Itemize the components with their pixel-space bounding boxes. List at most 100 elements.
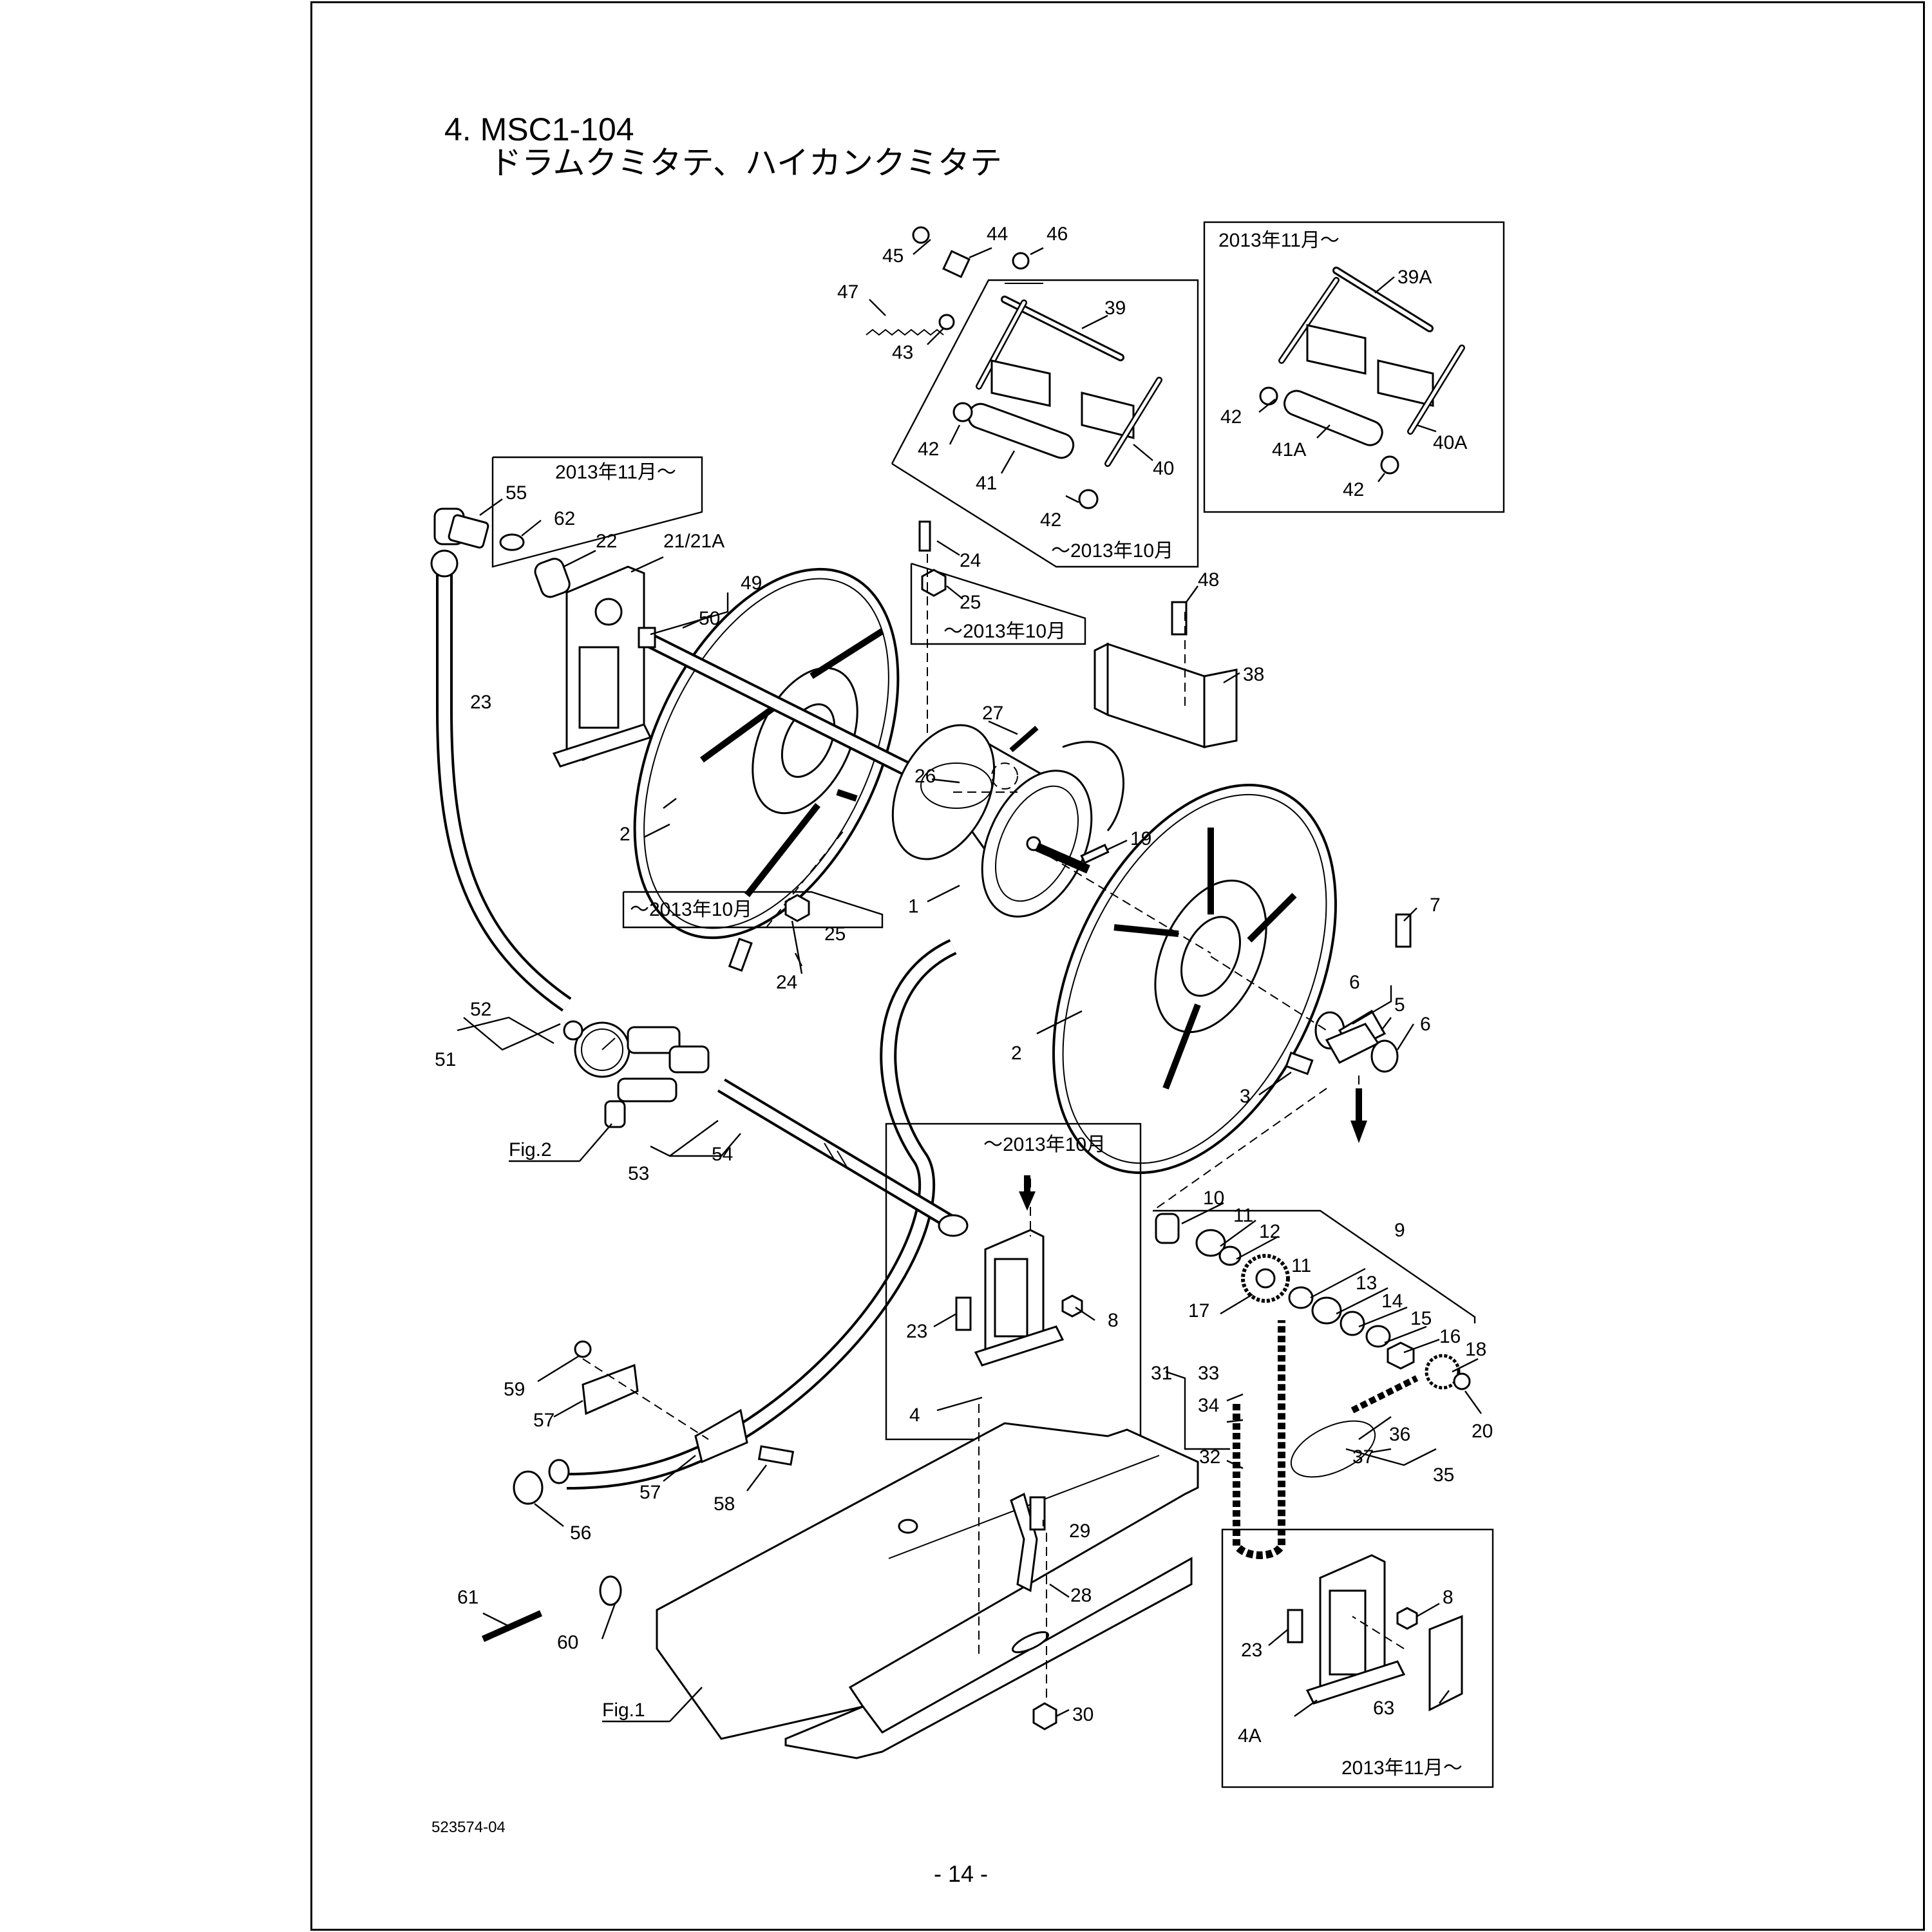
callout-13: 13 bbox=[1356, 1273, 1377, 1294]
key-19 bbox=[1080, 844, 1110, 864]
bolt-29 bbox=[1029, 1496, 1046, 1531]
clamp-60 bbox=[599, 1575, 622, 1606]
callout-34: 34 bbox=[1198, 1395, 1219, 1416]
callout-9: 9 bbox=[1394, 1220, 1405, 1241]
callout-32: 32 bbox=[1199, 1446, 1220, 1468]
callout-56: 56 bbox=[570, 1522, 591, 1544]
callout-16: 16 bbox=[1439, 1326, 1461, 1347]
note-until-2013-10-d: ～2013年10月 bbox=[983, 1134, 1106, 1155]
reel-flange-right bbox=[1052, 784, 1337, 1174]
fig2-label: Fig.2 bbox=[509, 1139, 552, 1160]
lever-box-new bbox=[1203, 221, 1505, 513]
note-from-2013-11-c: 2013年11月～ bbox=[1341, 1757, 1463, 1779]
callout-47: 47 bbox=[837, 281, 858, 303]
callout-30: 30 bbox=[1072, 1704, 1094, 1725]
fig1-label: Fig.1 bbox=[602, 1700, 645, 1721]
callout-31: 31 bbox=[1151, 1363, 1172, 1384]
callout-40A: 40A bbox=[1433, 432, 1467, 453]
callout-46: 46 bbox=[1046, 223, 1068, 245]
pipe-54 bbox=[717, 1078, 969, 1237]
callout-22: 22 bbox=[596, 531, 617, 552]
callout-19: 19 bbox=[1130, 828, 1151, 849]
callout-50: 50 bbox=[699, 608, 720, 629]
callout-23-left: 23 bbox=[470, 692, 491, 713]
callout-57-a: 57 bbox=[533, 1410, 554, 1431]
callout-42-d: 42 bbox=[1343, 479, 1364, 500]
callout-42-c: 42 bbox=[1220, 406, 1242, 428]
callout-20: 20 bbox=[1472, 1421, 1493, 1442]
center-lines bbox=[582, 554, 1405, 1700]
callout-10: 10 bbox=[1203, 1188, 1224, 1209]
callout-1: 1 bbox=[908, 896, 919, 917]
callout-39: 39 bbox=[1104, 298, 1126, 319]
callout-63: 63 bbox=[1373, 1698, 1394, 1719]
arrow-down-right bbox=[1350, 1088, 1367, 1143]
callout-59: 59 bbox=[504, 1379, 525, 1400]
leader-lines bbox=[457, 239, 1482, 1718]
spring-bolt-group bbox=[866, 226, 1030, 336]
callout-8-mid: 8 bbox=[1108, 1310, 1119, 1331]
callout-26: 26 bbox=[914, 766, 936, 787]
note-from-2013-11-a: 2013年11月～ bbox=[1218, 230, 1340, 251]
callout-38: 38 bbox=[1243, 664, 1264, 685]
callout-28: 28 bbox=[1070, 1585, 1092, 1606]
callout-labels: 45 44 46 47 39 43 42 41 42 40 39A 42 41A… bbox=[435, 223, 1493, 1747]
nut-30 bbox=[1032, 1702, 1057, 1730]
callout-4: 4 bbox=[909, 1405, 920, 1426]
base-plate bbox=[656, 1422, 1199, 1759]
callout-37: 37 bbox=[1352, 1446, 1374, 1468]
callout-6-bottom: 6 bbox=[1420, 1014, 1431, 1035]
nut-box-old-top bbox=[910, 562, 1086, 645]
callout-49: 49 bbox=[741, 573, 762, 594]
callout-61: 61 bbox=[457, 1587, 478, 1608]
bracket-4A bbox=[1287, 1554, 1463, 1712]
fitting-box-new bbox=[491, 456, 703, 568]
callout-25-top: 25 bbox=[960, 592, 981, 613]
callout-29: 29 bbox=[1069, 1520, 1090, 1542]
callout-57-b: 57 bbox=[639, 1482, 661, 1503]
cable-tie-61 bbox=[481, 1610, 543, 1642]
callout-36: 36 bbox=[1389, 1424, 1410, 1445]
bolt-7 bbox=[1395, 913, 1412, 948]
callout-60: 60 bbox=[557, 1632, 578, 1653]
bracket-38 bbox=[1094, 601, 1238, 749]
callout-24-left: 24 bbox=[776, 972, 797, 993]
elbow-fitting-55 bbox=[433, 507, 525, 551]
callout-23-mid: 23 bbox=[906, 1321, 927, 1342]
bearing-5 bbox=[1285, 913, 1412, 1075]
callout-41A: 41A bbox=[1272, 439, 1306, 460]
callout-54: 54 bbox=[712, 1144, 733, 1165]
callout-43: 43 bbox=[892, 342, 913, 363]
callout-45: 45 bbox=[882, 245, 904, 267]
callout-15: 15 bbox=[1410, 1308, 1432, 1329]
stud-24-left bbox=[728, 937, 753, 972]
callout-39A: 39A bbox=[1397, 267, 1432, 288]
callout-24-top: 24 bbox=[960, 550, 981, 571]
callout-7: 7 bbox=[1430, 895, 1441, 916]
lever-box-old bbox=[891, 279, 1199, 568]
bolt-23-mid bbox=[955, 1296, 972, 1331]
bracket-4 bbox=[955, 1229, 1083, 1367]
callout-21-21A: 21/21A bbox=[663, 531, 724, 552]
callout-23-right: 23 bbox=[1241, 1640, 1262, 1661]
bolt-27 bbox=[1009, 725, 1039, 753]
stud-24-top bbox=[918, 520, 931, 552]
callout-27: 27 bbox=[982, 703, 1003, 724]
bushing-22 bbox=[534, 558, 571, 598]
callout-44: 44 bbox=[987, 223, 1008, 245]
callout-33: 33 bbox=[1198, 1363, 1219, 1384]
callout-12: 12 bbox=[1259, 1221, 1280, 1242]
callout-2-left: 2 bbox=[620, 824, 630, 845]
callout-51: 51 bbox=[435, 1049, 456, 1070]
shaft-50 bbox=[638, 627, 656, 649]
nut-8-mid bbox=[1061, 1294, 1083, 1318]
bolt-48 bbox=[1171, 601, 1188, 636]
callout-11-b: 11 bbox=[1291, 1255, 1311, 1276]
note-until-2013-10-b: ～2013年10月 bbox=[943, 621, 1066, 642]
callout-17: 17 bbox=[1188, 1300, 1209, 1321]
doc-number: 523574-04 bbox=[431, 1819, 506, 1836]
sprocket-assembly bbox=[1155, 1213, 1471, 1390]
page-number: - 14 - bbox=[934, 1861, 988, 1887]
bolt-3 bbox=[1285, 1051, 1314, 1075]
